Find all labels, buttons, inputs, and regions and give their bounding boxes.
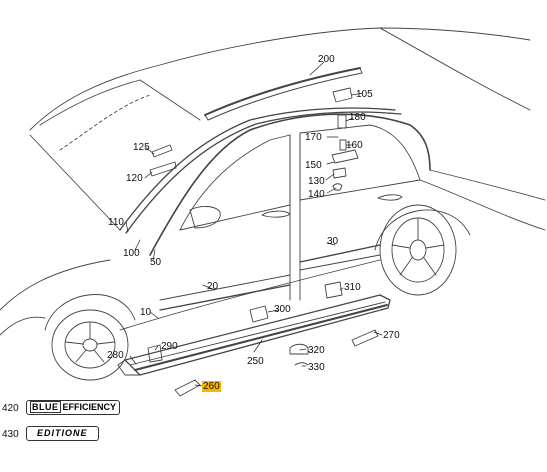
- blue-box-text: BLUE: [30, 401, 61, 413]
- callout-280: 280: [107, 350, 124, 361]
- callout-180: 180: [349, 112, 366, 123]
- callout-110: 110: [108, 217, 124, 228]
- callout-420: 420: [2, 403, 19, 414]
- callout-30: 30: [327, 236, 339, 247]
- callout-20: 20: [207, 281, 219, 292]
- callout-170: 170: [305, 132, 322, 143]
- callout-200: 200: [318, 54, 335, 65]
- callout-10: 10: [140, 307, 152, 318]
- callout-310: 310: [344, 282, 361, 293]
- callout-150: 150: [305, 160, 322, 171]
- callout-330: 330: [308, 362, 325, 373]
- callout-105: 105: [356, 89, 373, 100]
- callout-270: 270: [383, 330, 400, 341]
- callout-300: 300: [274, 304, 291, 315]
- callout-160: 160: [346, 140, 363, 151]
- callout-430: 430: [2, 429, 19, 440]
- side-sill-panel: [124, 294, 391, 376]
- callout-120: 120: [126, 173, 143, 184]
- roof-outline: [29, 27, 531, 131]
- callout-260-highlighted: 260: [202, 381, 221, 392]
- edition-badge: EDITIONE: [26, 426, 99, 441]
- callout-130: 130: [308, 176, 325, 187]
- callout-140: 140: [308, 189, 325, 200]
- efficiency-text: EFFICIENCY: [62, 402, 117, 412]
- callout-50: 50: [150, 257, 162, 268]
- callout-125: 125: [133, 142, 150, 153]
- callout-250: 250: [247, 356, 264, 367]
- door-seal-line: [149, 113, 431, 256]
- callout-290: 290: [161, 341, 178, 352]
- callout-320: 320: [308, 345, 325, 356]
- callout-100: 100: [123, 248, 140, 259]
- edition-text: EDITIONE: [37, 428, 88, 438]
